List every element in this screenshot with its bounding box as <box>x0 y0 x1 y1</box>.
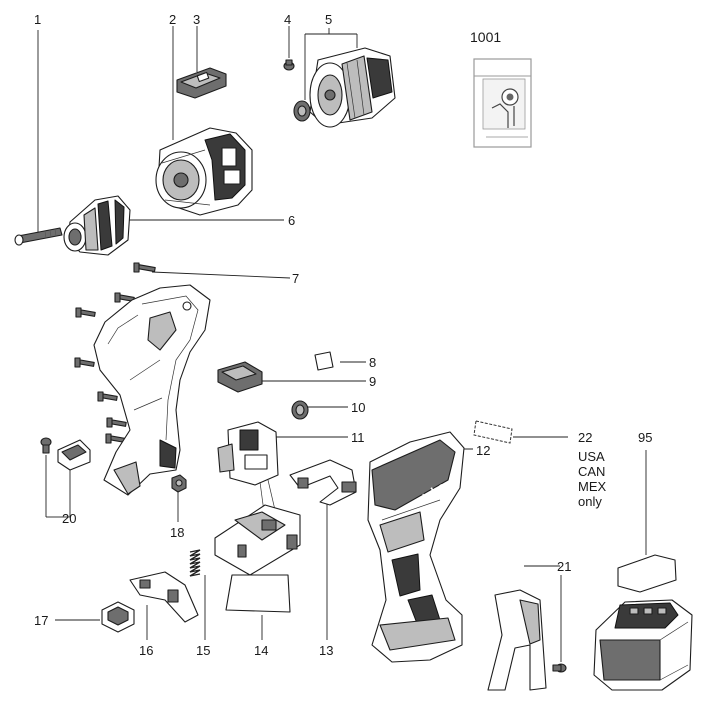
label-17: 17 <box>34 613 48 628</box>
label-95: 95 <box>638 430 652 445</box>
screw-7e <box>97 391 118 402</box>
label-18: 18 <box>170 525 184 540</box>
label-14: 14 <box>254 643 268 658</box>
part-21-belt-hook <box>487 589 567 691</box>
label-21: 21 <box>557 559 571 574</box>
part-22-label <box>473 420 513 444</box>
label-2: 2 <box>169 12 176 27</box>
part-10-bushing <box>291 400 309 420</box>
part-20-clip <box>40 437 91 471</box>
label-1001: 1001 <box>470 29 501 45</box>
label-10: 10 <box>351 400 365 415</box>
part-8-pad <box>314 351 334 371</box>
label-16: 16 <box>139 643 153 658</box>
part-17-button <box>101 601 135 633</box>
label-5: 5 <box>325 12 332 27</box>
part-95-battery <box>593 554 693 691</box>
label-11: 11 <box>351 430 365 445</box>
part-6-chuck <box>63 195 131 256</box>
screw-7a <box>133 262 156 273</box>
label-22: 22 <box>578 430 592 445</box>
part-4-screw <box>283 59 295 71</box>
label-1: 1 <box>34 12 41 27</box>
part-7-screws <box>74 262 156 444</box>
note-22-line3: MEX <box>578 479 607 494</box>
label-8: 8 <box>369 355 376 370</box>
screw-7f <box>106 417 127 428</box>
part-5-motor <box>309 47 396 128</box>
part-1001-inset <box>473 58 532 148</box>
label-9: 9 <box>369 374 376 389</box>
part-3-selector <box>176 67 227 99</box>
leader-lines <box>37 26 647 662</box>
label-6: 6 <box>288 213 295 228</box>
label-4: 4 <box>284 12 291 27</box>
screw-7g <box>105 433 126 444</box>
part-5-pinion <box>293 100 311 122</box>
part-15-spring <box>189 549 201 577</box>
part-2-gearbox <box>155 127 253 216</box>
part-18-nut <box>171 474 187 493</box>
part-11-switch <box>214 421 301 576</box>
label-15: 15 <box>196 643 210 658</box>
label-3: 3 <box>193 12 200 27</box>
note-22-line4: only <box>578 494 602 509</box>
left-housing-half <box>93 284 211 496</box>
part-14-plate <box>225 574 291 613</box>
part-16-lock-slide <box>129 571 199 623</box>
label-20: 20 <box>62 511 76 526</box>
part-labels: 1 2 3 4 5 1001 6 7 8 9 10 11 12 22 USA C… <box>34 12 652 658</box>
screw-7c <box>75 307 96 318</box>
label-12: 12 <box>476 443 490 458</box>
note-22-line2: CAN <box>578 464 605 479</box>
part-12-housing: metabo <box>367 431 465 663</box>
label-7: 7 <box>292 271 299 286</box>
part-13-frame <box>289 459 357 506</box>
screw-7d <box>74 357 95 368</box>
part-9-slider <box>217 361 263 393</box>
note-22-line1: USA <box>578 449 605 464</box>
part-1-screw <box>14 227 63 246</box>
label-13: 13 <box>319 643 333 658</box>
